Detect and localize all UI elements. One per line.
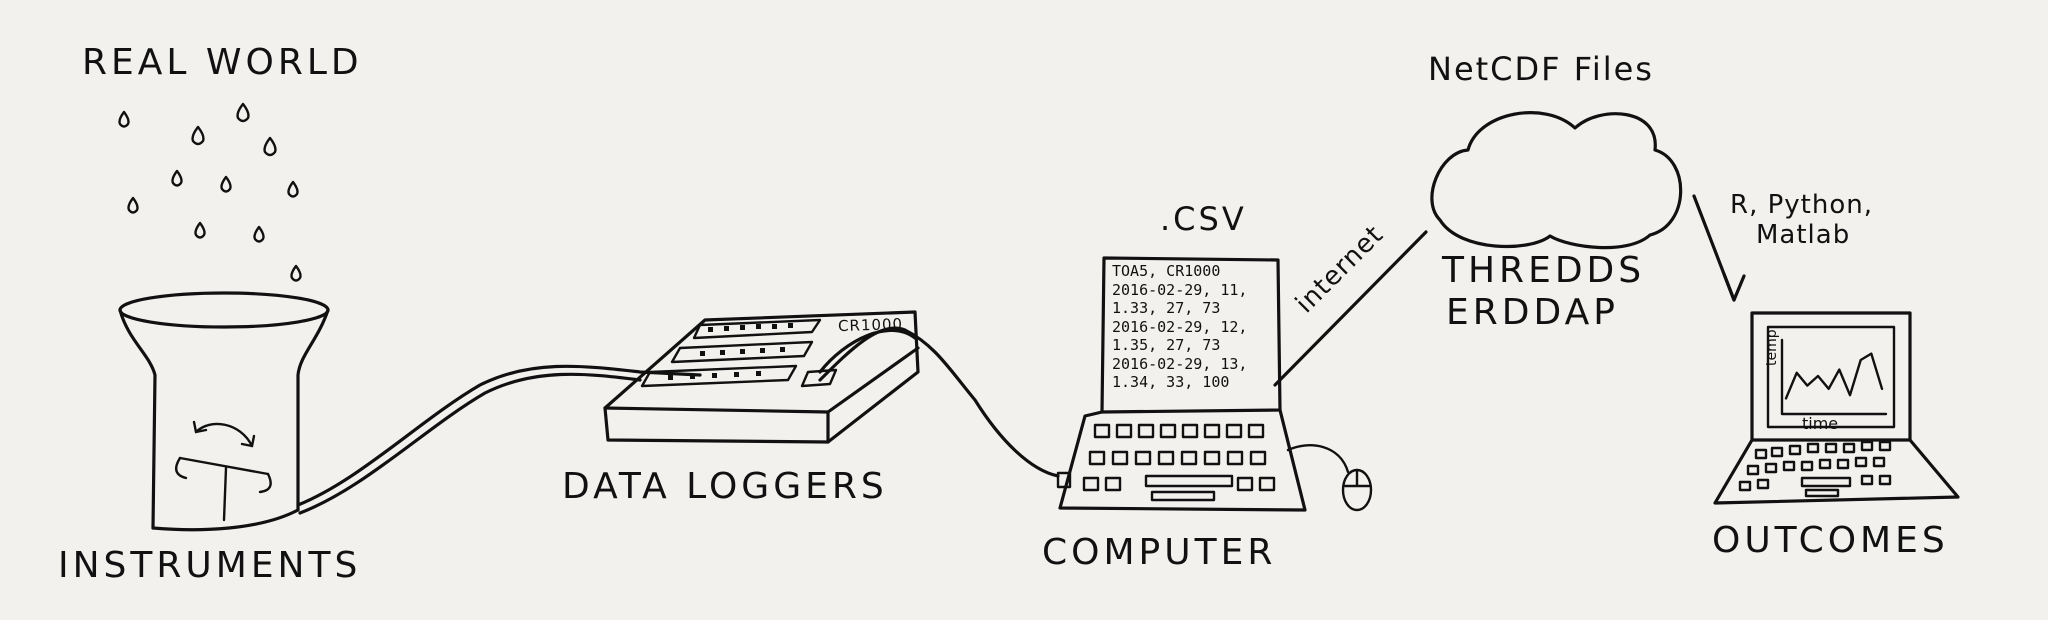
rain-drop [222, 177, 231, 192]
rain-drop [238, 104, 249, 121]
instruments-label: INSTRUMENTS [58, 545, 361, 586]
outcomes-laptop-icon [1715, 313, 1958, 503]
graph-x-label: time [1802, 414, 1838, 433]
tools-label-line2: Matlab [1756, 220, 1850, 250]
csv-label: .CSV [1160, 200, 1247, 238]
tools-label-line1: R, Python, [1730, 190, 1873, 220]
outcomes-label: OUTCOMES [1712, 520, 1949, 561]
data-loggers-label: DATA LOGGERS [562, 466, 888, 507]
thredds-label: THREDDS [1442, 250, 1645, 291]
graph-y-label: temp [1764, 329, 1780, 366]
rain-drop [193, 127, 204, 144]
rain-drop [120, 112, 129, 127]
rain-drop [265, 138, 276, 155]
csv-line: 1.35, 27, 73 [1112, 336, 1220, 355]
rain-drop [292, 266, 301, 281]
netcdf-label: NetCDF Files [1428, 50, 1654, 88]
logger-model-label: CR1000 [838, 315, 904, 335]
mouse-icon [1288, 445, 1371, 510]
rain-gauge-icon [120, 293, 328, 530]
rain-drop [196, 223, 205, 238]
csv-line: 2016-02-29, 13, [1112, 355, 1247, 374]
csv-line: 2016-02-29, 12, [1112, 318, 1247, 337]
cloud-icon [1432, 113, 1681, 248]
graph-line [1786, 354, 1882, 399]
computer-label: COMPUTER [1042, 532, 1276, 573]
rain-drop [255, 227, 264, 242]
real-world-label: REAL WORLD [82, 42, 363, 83]
rain-drop [129, 198, 138, 213]
logger-cable [820, 328, 1058, 476]
rain-drops [120, 104, 301, 281]
erddap-label: ERDDAP [1446, 292, 1619, 333]
rain-drop [173, 171, 182, 186]
csv-line: 1.34, 33, 100 [1112, 373, 1229, 392]
csv-line: TOA5, CR1000 [1112, 262, 1220, 281]
csv-line: 2016-02-29, 11, [1112, 281, 1247, 300]
csv-line: 1.33, 27, 73 [1112, 299, 1220, 318]
rain-drop [289, 182, 298, 197]
